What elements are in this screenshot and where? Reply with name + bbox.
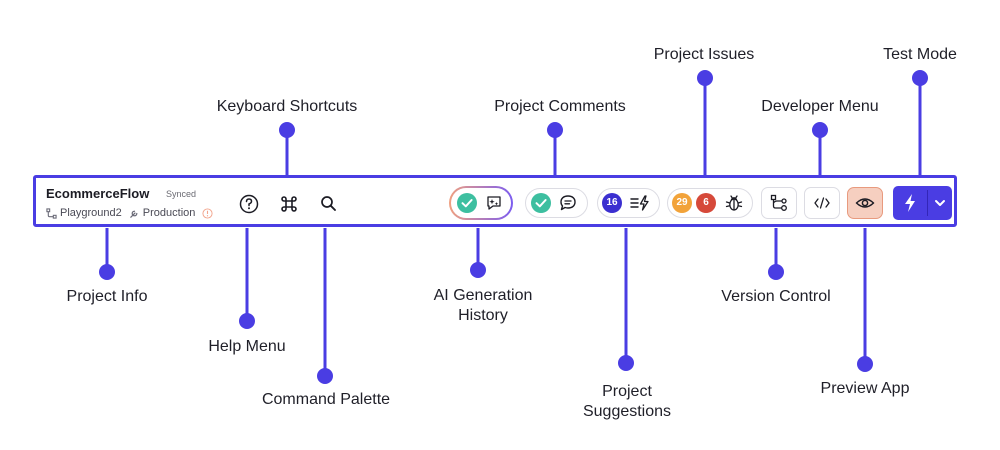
project-issues-button[interactable]: 29 6 — [667, 188, 753, 218]
dot-project-suggestions — [618, 355, 634, 371]
dot-developer-menu — [812, 122, 828, 138]
label-project-comments: Project Comments — [494, 98, 626, 115]
dot-ai-history — [470, 262, 486, 278]
label-test-mode: Test Mode — [883, 46, 957, 63]
project-name: EcommerceFlow — [46, 186, 150, 201]
split-divider — [927, 190, 928, 216]
dot-project-issues — [697, 70, 713, 86]
chat-bubble-icon — [560, 195, 576, 211]
eye-icon — [855, 198, 875, 208]
label-preview-app: Preview App — [820, 380, 910, 397]
wrench-icon — [129, 210, 138, 218]
branch-name: Playground2 — [60, 207, 122, 219]
question-circle-icon[interactable] — [239, 194, 259, 214]
list-lightning-icon — [630, 195, 649, 211]
project-meta: Playground2 Production — [46, 207, 213, 219]
toolbar: EcommerceFlow Synced Playground2 Product… — [33, 175, 957, 227]
label-command-palette: Command Palette — [261, 391, 391, 408]
command-key-icon[interactable] — [280, 195, 298, 213]
sparkle-chat-icon — [487, 196, 501, 210]
check-circle-icon — [531, 193, 551, 213]
magnifier-icon[interactable] — [320, 195, 337, 212]
preview-app-button[interactable] — [847, 187, 883, 219]
label-help-menu: Help Menu — [208, 338, 286, 355]
label-developer-menu: Developer Menu — [761, 98, 879, 115]
code-brackets-icon — [814, 197, 830, 209]
info-icon — [202, 207, 213, 219]
label-project-info: Project Info — [66, 288, 148, 305]
sync-status: Synced — [166, 189, 197, 199]
project-comments-button[interactable] — [525, 188, 588, 218]
branch-icon — [46, 207, 57, 219]
dot-command-palette — [317, 368, 333, 384]
dot-help-menu — [239, 313, 255, 329]
project-suggestions-button[interactable]: 16 — [597, 188, 660, 218]
suggestions-count-badge: 16 — [602, 193, 622, 213]
test-mode-split-button — [893, 186, 952, 220]
lightning-icon — [905, 194, 915, 212]
dot-project-comments — [547, 122, 563, 138]
test-mode-dropdown[interactable] — [928, 186, 952, 220]
branch-icon — [770, 194, 787, 211]
developer-menu-button[interactable] — [804, 187, 840, 219]
label-ai-generation-history: AI Generation History — [433, 287, 533, 324]
dot-version-control — [768, 264, 784, 280]
environment-name: Production — [142, 207, 196, 219]
label-project-issues: Project Issues — [653, 46, 755, 63]
dot-project-info — [99, 264, 115, 280]
issues-error-badge: 6 — [696, 193, 716, 213]
issues-warning-badge: 29 — [672, 193, 692, 213]
chevron-down-icon — [935, 200, 945, 206]
label-keyboard-shortcuts: Keyboard Shortcuts — [216, 98, 358, 115]
dot-test-mode — [912, 70, 928, 86]
check-circle-icon — [457, 193, 477, 213]
dot-preview-app — [857, 356, 873, 372]
ai-generation-history-button[interactable] — [449, 186, 513, 220]
dot-keyboard-shortcuts — [279, 122, 295, 138]
label-project-suggestions: Project Suggestions — [582, 383, 672, 420]
bug-icon — [725, 195, 743, 211]
label-version-control: Version Control — [721, 288, 831, 305]
test-mode-button[interactable] — [893, 186, 927, 220]
version-control-button[interactable] — [761, 187, 797, 219]
